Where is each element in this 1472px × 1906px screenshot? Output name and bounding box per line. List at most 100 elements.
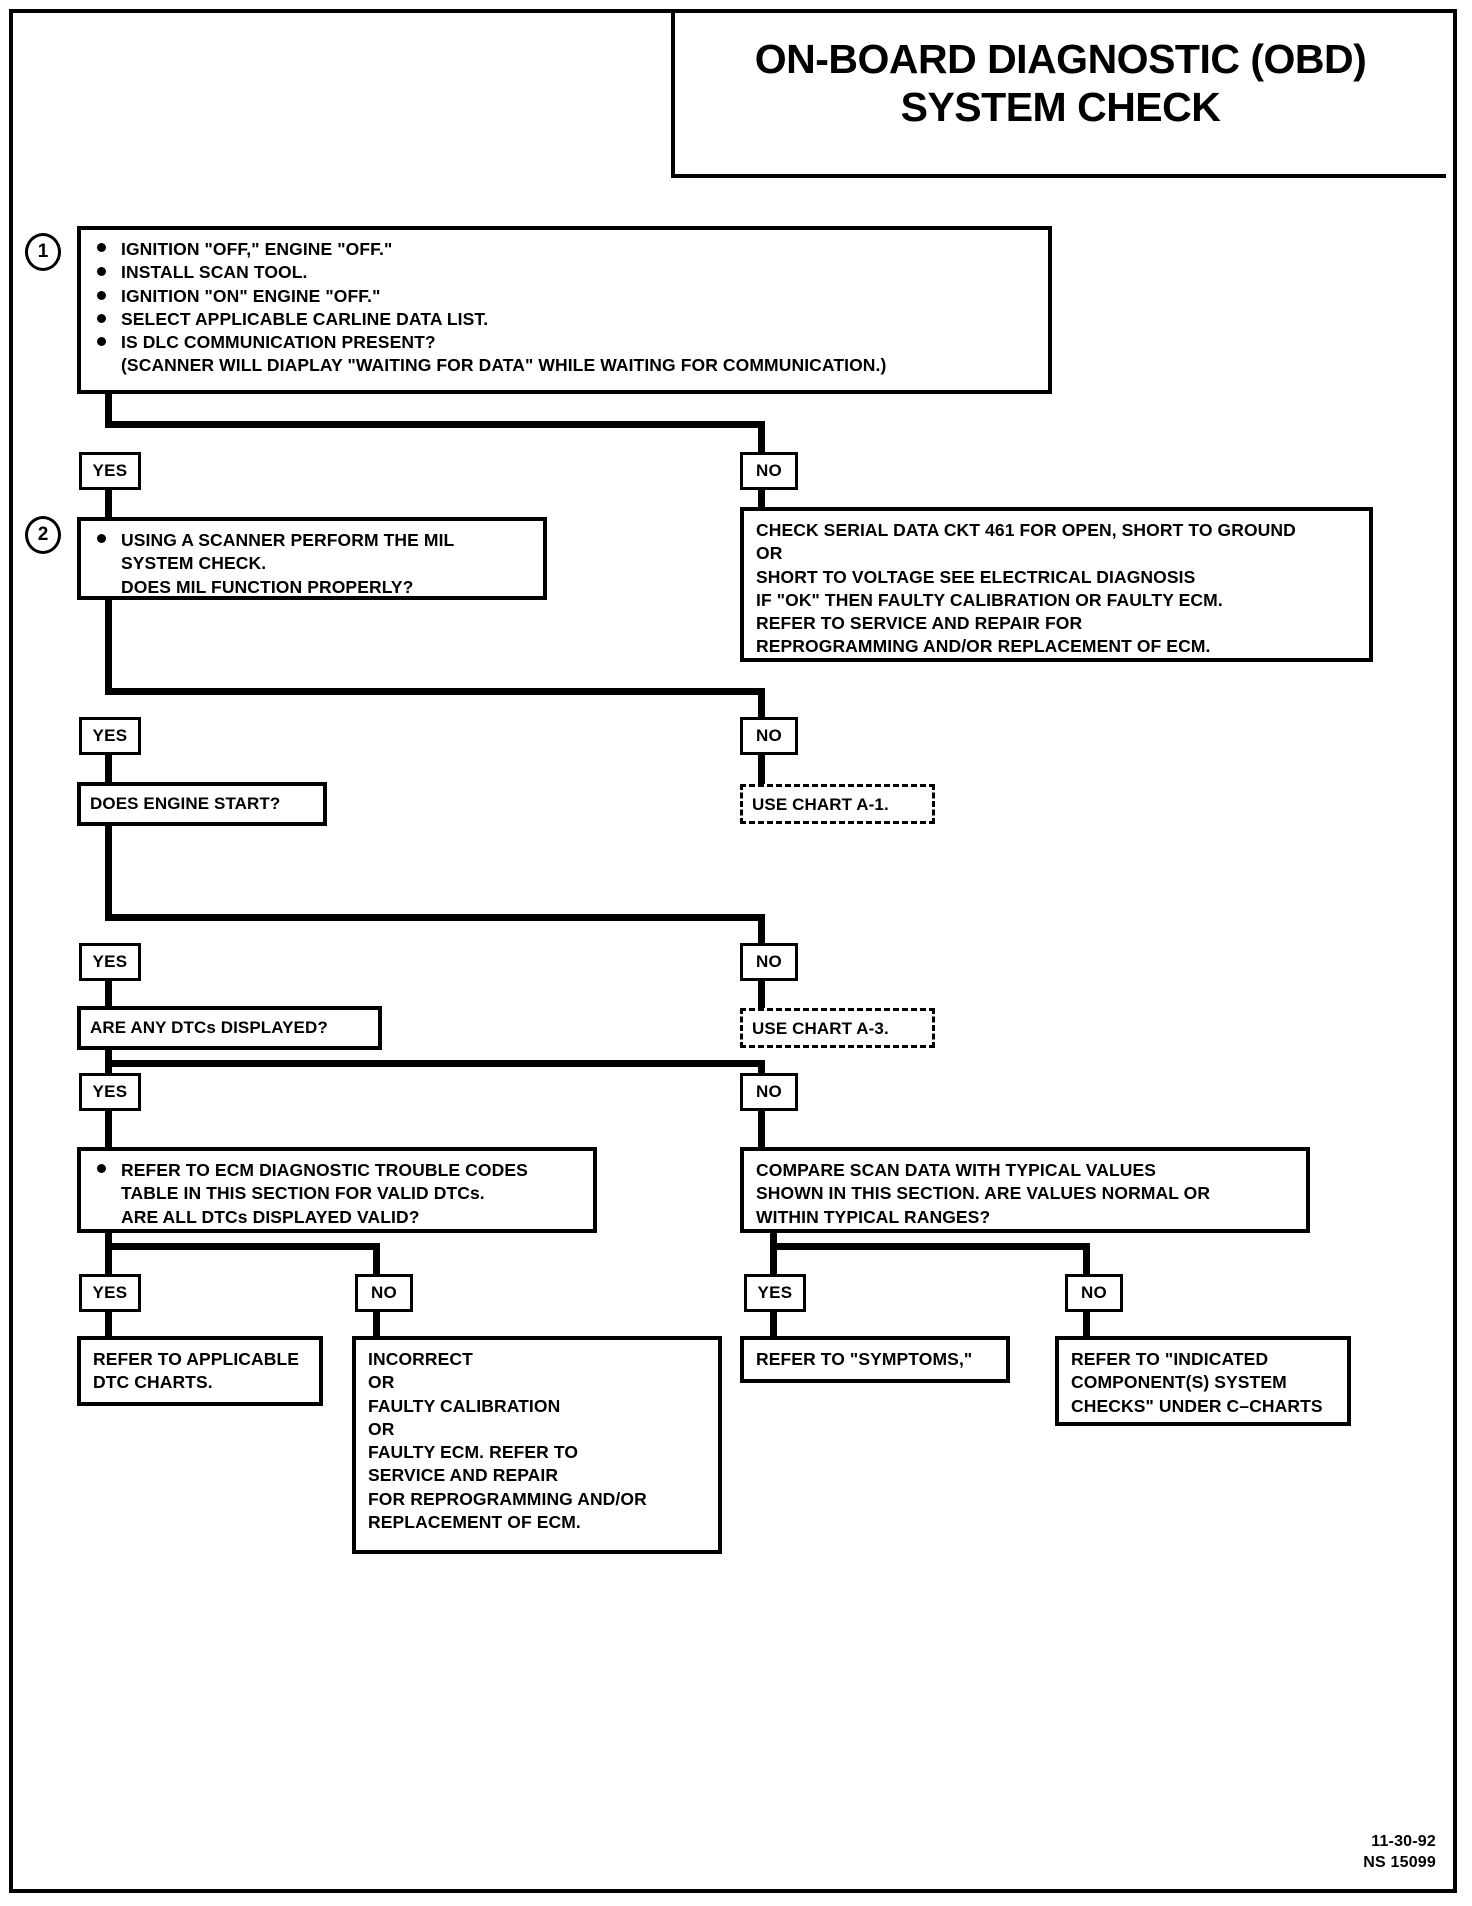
serial-line-6: REPROGRAMMING AND/OR REPLACEMENT OF ECM. (756, 636, 1211, 657)
label-no-4: NO (740, 1073, 798, 1111)
page-border (9, 9, 1457, 1893)
label-yes-6: YES (744, 1274, 806, 1312)
indicated-line-1: REFER TO "INDICATED (1071, 1349, 1269, 1369)
box-use-chart-a1: USE CHART A-1. (740, 784, 935, 824)
step1-line-4: SELECT APPLICABLE CARLINE DATA LIST. (121, 308, 489, 329)
incorrect-line-4: OR (368, 1418, 395, 1439)
box-dtcs-displayed-content: ARE ANY DTCs DISPLAYED? (90, 1018, 328, 1037)
label-no-6: NO (1065, 1274, 1123, 1312)
box-ecm-dtc-table: REFER TO ECM DIAGNOSTIC TROUBLE CODES TA… (77, 1147, 597, 1233)
box-refer-dtc-charts: REFER TO APPLICABLE DTC CHARTS. (77, 1336, 323, 1406)
connector-yes1-down (105, 490, 112, 520)
connector-no5-down (373, 1312, 380, 1340)
box-chart-a1-content: USE CHART A-1. (752, 795, 889, 814)
step1-line-2: INSTALL SCAN TOOL. (121, 262, 308, 283)
step2-line-1: USING A SCANNER PERFORM THE MIL (121, 530, 455, 550)
connector-no2-down (758, 755, 765, 785)
title-line-1: ON-BOARD DIAGNOSTIC (OBD) (754, 36, 1367, 82)
connector-no6-down (1083, 1312, 1090, 1340)
ecm-line-1: REFER TO ECM DIAGNOSTIC TROUBLE CODES (121, 1160, 528, 1180)
connector-engine-no-down (758, 914, 765, 944)
step2-line-2: SYSTEM CHECK. (121, 553, 267, 574)
box-symptoms-content: REFER TO "SYMPTOMS," (756, 1349, 973, 1369)
connector-no4-down (758, 1111, 765, 1151)
incorrect-line-1: INCORRECT (368, 1349, 473, 1369)
box-step2: USING A SCANNER PERFORM THE MIL SYSTEM C… (77, 517, 547, 600)
box-use-chart-a3: USE CHART A-3. (740, 1008, 935, 1048)
dtc-charts-line-1: REFER TO APPLICABLE (93, 1349, 300, 1369)
label-yes-5: YES (79, 1274, 141, 1312)
serial-line-5: REFER TO SERVICE AND REPAIR FOR (756, 613, 1083, 634)
compare-line-1: COMPARE SCAN DATA WITH TYPICAL VALUES (756, 1160, 1157, 1180)
box-compare-scan-data: COMPARE SCAN DATA WITH TYPICAL VALUES SH… (740, 1147, 1310, 1233)
indicated-line-2: COMPONENT(S) SYSTEM (1071, 1372, 1287, 1393)
connector-compare-no-down (1083, 1243, 1090, 1275)
compare-line-3: WITHIN TYPICAL RANGES? (756, 1206, 991, 1227)
connector-ecm-no-down (373, 1243, 380, 1275)
label-no-2: NO (740, 717, 798, 755)
serial-line-2: OR (756, 543, 783, 564)
incorrect-line-7: FOR REPROGRAMMING AND/OR (368, 1488, 647, 1509)
ecm-line-3: ARE ALL DTCs DISPLAYED VALID? (121, 1206, 420, 1227)
connector-step1-no-down (758, 421, 765, 453)
box-ecm-dtc-content: REFER TO ECM DIAGNOSTIC TROUBLE CODES TA… (81, 1151, 593, 1237)
step2-line-3: DOES MIL FUNCTION PROPERLY? (121, 576, 414, 597)
connector-yes3-down (105, 981, 112, 1009)
connector-ecm-branch (105, 1243, 380, 1250)
box-refer-symptoms: REFER TO "SYMPTOMS," (740, 1336, 1010, 1383)
box-step1: IGNITION "OFF," ENGINE "OFF." INSTALL SC… (77, 226, 1052, 394)
connector-yes5-down (105, 1312, 112, 1340)
bullet-icon (97, 313, 106, 323)
connector-no3-down (758, 981, 765, 1009)
box-serial-data-check: CHECK SERIAL DATA CKT 461 FOR OPEN, SHOR… (740, 507, 1373, 662)
connector-no1-down (758, 490, 765, 520)
box-dtc-charts-content: REFER TO APPLICABLE DTC CHARTS. (81, 1340, 319, 1403)
connector-engine-down (105, 826, 112, 921)
connector-step2-no-down (758, 688, 765, 718)
footer-block: 11-30-92 NS 15099 (1363, 1831, 1436, 1874)
incorrect-line-3: FAULTY CALIBRATION (368, 1395, 561, 1416)
step1-line-3: IGNITION "ON" ENGINE "OFF." (121, 285, 381, 306)
label-yes-2: YES (79, 717, 141, 755)
incorrect-line-2: OR (368, 1372, 395, 1393)
connector-dtcs-branch (105, 1060, 765, 1067)
compare-line-2: SHOWN IN THIS SECTION. ARE VALUES NORMAL… (756, 1183, 1211, 1204)
page-title: ON-BOARD DIAGNOSTIC (OBD) SYSTEM CHECK (755, 35, 1367, 132)
step-marker-1: 1 (25, 233, 61, 271)
box-step2-content: USING A SCANNER PERFORM THE MIL SYSTEM C… (81, 521, 543, 607)
bullet-icon (97, 337, 106, 347)
connector-step1-branch (105, 421, 765, 428)
label-no-1: NO (740, 452, 798, 490)
box-serial-data-content: CHECK SERIAL DATA CKT 461 FOR OPEN, SHOR… (744, 511, 1369, 667)
connector-step2-down (105, 600, 112, 695)
indicated-line-3: CHECKS" UNDER C–CHARTS (1071, 1395, 1323, 1416)
bullet-icon (97, 1164, 106, 1173)
incorrect-line-6: SERVICE AND REPAIR (368, 1465, 559, 1486)
connector-ecm-down (105, 1233, 112, 1275)
label-yes-3: YES (79, 943, 141, 981)
connector-step1-down (105, 394, 112, 428)
connector-yes2-down (105, 755, 112, 785)
bullet-icon (97, 243, 106, 252)
incorrect-line-5: FAULTY ECM. REFER TO (368, 1442, 579, 1463)
connector-yes6-down (770, 1312, 777, 1340)
connector-step2-branch (105, 688, 765, 695)
ecm-line-2: TABLE IN THIS SECTION FOR VALID DTCs. (121, 1183, 485, 1204)
connector-compare-down (770, 1233, 777, 1275)
box-indicated-component-checks: REFER TO "INDICATED COMPONENT(S) SYSTEM … (1055, 1336, 1351, 1426)
title-block: ON-BOARD DIAGNOSTIC (OBD) SYSTEM CHECK (671, 13, 1446, 178)
dtc-charts-line-2: DTC CHARTS. (93, 1372, 213, 1393)
step1-line-1: IGNITION "OFF," ENGINE "OFF." (121, 239, 393, 259)
title-line-2: SYSTEM CHECK (900, 84, 1221, 131)
incorrect-line-8: REPLACEMENT OF ECM. (368, 1511, 581, 1532)
serial-line-1: CHECK SERIAL DATA CKT 461 FOR OPEN, SHOR… (756, 520, 1296, 540)
bullet-icon (97, 534, 106, 543)
step1-line-5: IS DLC COMMUNICATION PRESENT? (121, 332, 436, 353)
label-yes-1: YES (79, 452, 141, 490)
box-incorrect-faulty: INCORRECT OR FAULTY CALIBRATION OR FAULT… (352, 1336, 722, 1554)
label-yes-4: YES (79, 1073, 141, 1111)
box-does-engine-start: DOES ENGINE START? (77, 782, 327, 826)
box-engine-start-content: DOES ENGINE START? (90, 794, 281, 813)
box-indicated-content: REFER TO "INDICATED COMPONENT(S) SYSTEM … (1059, 1340, 1347, 1426)
